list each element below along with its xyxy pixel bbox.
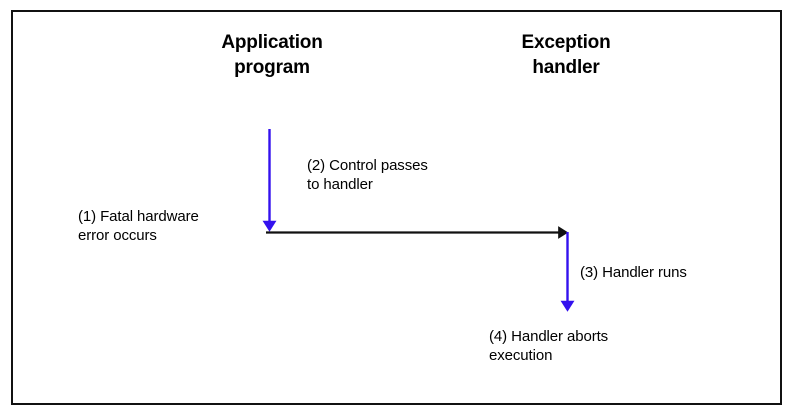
figure-border [11,10,782,405]
column-title-application-program: Application program [221,32,323,78]
step-label-handler-runs: (3) Handler runs [580,264,687,281]
step-label-handler-aborts: (4) Handler aborts execution [489,328,609,364]
step-label-control-passes: (2) Control passes to handler [307,157,428,193]
column-title-exception-handler: Exception handler [521,32,611,78]
step-label-fatal-hardware-error: (1) Fatal hardware error occurs [78,208,199,244]
